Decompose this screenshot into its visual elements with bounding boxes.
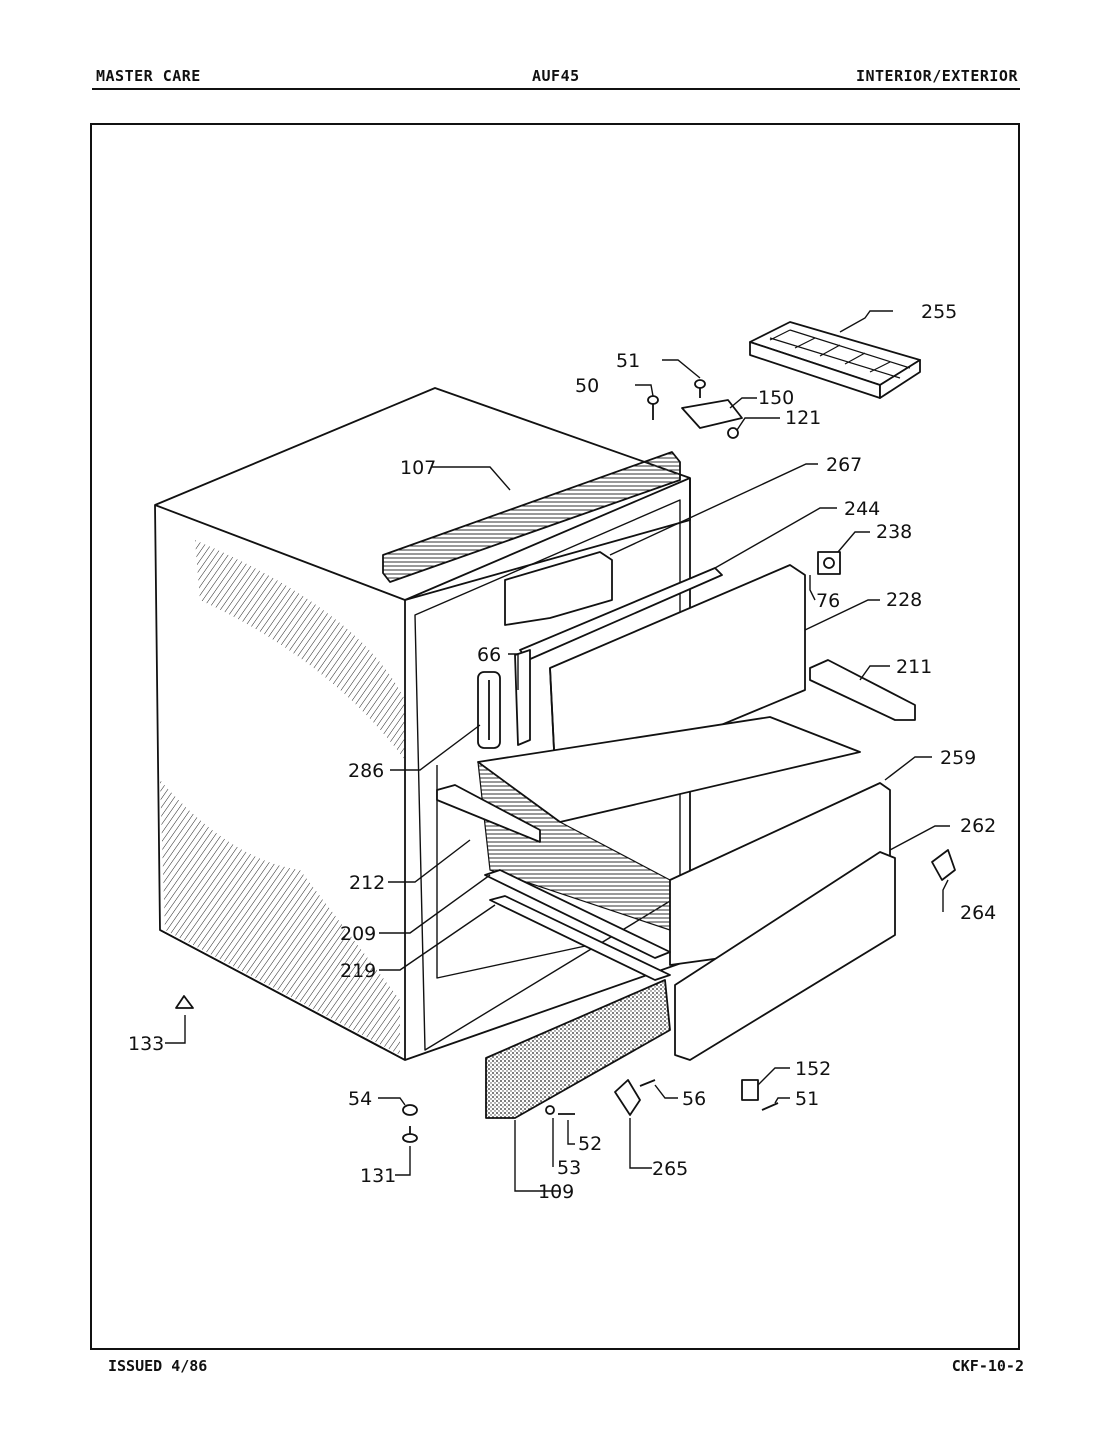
- callout-56: 56: [682, 1088, 706, 1110]
- callout-264: 264: [960, 902, 996, 924]
- callout-51-bottom: 51: [795, 1088, 819, 1110]
- part-handle: [504, 551, 613, 626]
- callout-255: 255: [921, 301, 957, 323]
- callout-labels: 255 51 50 150 121 107 267 244 238 76 228…: [128, 301, 996, 1203]
- header-section: INTERIOR/EXTERIOR: [855, 67, 1018, 85]
- callout-51-top: 51: [616, 350, 640, 372]
- callout-133: 133: [128, 1033, 164, 1055]
- callout-267: 267: [826, 454, 862, 476]
- callout-107: 107: [400, 457, 436, 479]
- part-nut: [402, 1104, 418, 1116]
- callout-286: 286: [348, 760, 384, 782]
- callout-109: 109: [538, 1181, 574, 1203]
- callout-219: 219: [340, 960, 376, 982]
- part-leveler: [402, 1126, 418, 1143]
- callout-228: 228: [886, 589, 922, 611]
- callout-244: 244: [844, 498, 880, 520]
- callout-150: 150: [758, 387, 794, 409]
- callout-262: 262: [960, 815, 996, 837]
- part-slide-rail: [436, 784, 541, 843]
- part-screw: [647, 395, 659, 420]
- part-lower-rail: [489, 895, 671, 981]
- callout-53: 53: [557, 1157, 581, 1179]
- header-brand: MASTER CARE: [96, 67, 201, 85]
- part-ice-tray: [749, 321, 921, 399]
- part-gasket: [514, 649, 531, 746]
- part-thermostat: [477, 671, 501, 749]
- callout-152: 152: [795, 1058, 831, 1080]
- callout-238: 238: [876, 521, 912, 543]
- header-rule: [92, 88, 1020, 90]
- callout-265: 265: [652, 1158, 688, 1180]
- part-hinge-bracket: [741, 1079, 759, 1101]
- part-screw: [761, 1102, 779, 1111]
- callout-121: 121: [785, 407, 821, 429]
- callout-259: 259: [940, 747, 976, 769]
- callout-66: 66: [477, 644, 501, 666]
- part-drawer-front: [674, 851, 896, 1061]
- part-slide-rail: [809, 659, 916, 721]
- callout-76: 76: [816, 590, 840, 612]
- part-hinge: [931, 849, 956, 881]
- callout-131: 131: [360, 1165, 396, 1187]
- part-latch: [817, 551, 841, 575]
- leader-lines: [165, 310, 950, 1192]
- part-bracket: [614, 1079, 641, 1116]
- callout-52: 52: [578, 1133, 602, 1155]
- part-hinge-plate: [681, 399, 743, 429]
- header-model: AUF45: [532, 67, 580, 85]
- part-screw: [694, 379, 706, 398]
- footer-code: CKF-10-2: [951, 1357, 1024, 1375]
- part-tray: [484, 869, 671, 959]
- diagram-frame: [90, 123, 1020, 1350]
- part-trim-strip: [382, 451, 681, 583]
- callout-50: 50: [575, 375, 599, 397]
- part-washer: [727, 427, 739, 439]
- part-washer: [545, 1105, 555, 1115]
- part-leveling-foot: [175, 995, 194, 1009]
- part-kickplate: [485, 979, 671, 1119]
- callout-211: 211: [896, 656, 932, 678]
- callout-212: 212: [349, 872, 385, 894]
- part-screw: [639, 1079, 656, 1087]
- footer-issued: ISSUED 4/86: [108, 1357, 208, 1375]
- callout-54: 54: [348, 1088, 372, 1110]
- callout-209: 209: [340, 923, 376, 945]
